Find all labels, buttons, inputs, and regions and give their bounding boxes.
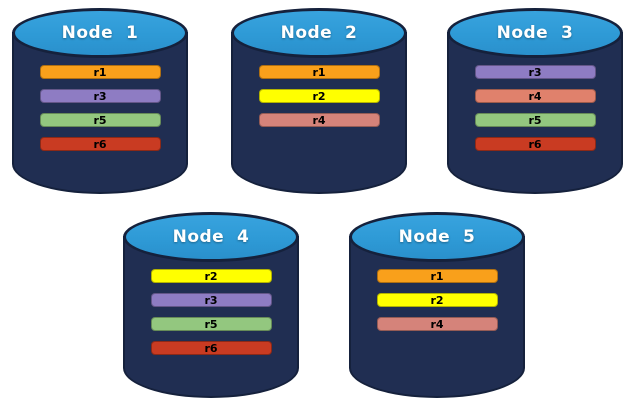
replica-bar: r4 bbox=[474, 89, 596, 103]
replica-label: r1 bbox=[93, 65, 107, 79]
node-title: Node 2 bbox=[280, 23, 358, 43]
replica-bar: r4 bbox=[376, 317, 498, 331]
cylinder-top-ellipse: Node 5 bbox=[349, 212, 525, 262]
replica-bar: r5 bbox=[474, 113, 596, 127]
replica-bar: r4 bbox=[258, 113, 380, 127]
replica-bar: r5 bbox=[39, 113, 161, 127]
node-title: Node 4 bbox=[172, 227, 250, 247]
replica-label: r5 bbox=[93, 113, 107, 127]
replica-bar: r3 bbox=[150, 293, 272, 307]
node-3-cylinder: Node 3 r3 r4 r5 r6 bbox=[447, 8, 623, 194]
replica-label: r3 bbox=[93, 89, 107, 103]
replica-label: r6 bbox=[93, 137, 107, 151]
replica-list: r1 r3 r5 r6 bbox=[12, 65, 188, 151]
replica-bar: r2 bbox=[150, 269, 272, 283]
replica-bar: r1 bbox=[376, 269, 498, 283]
replica-bar: r1 bbox=[258, 65, 380, 79]
replica-label: r5 bbox=[204, 317, 218, 331]
replica-label: r2 bbox=[430, 293, 444, 307]
cylinder-top-ellipse: Node 2 bbox=[231, 8, 407, 58]
replica-label: r3 bbox=[204, 293, 218, 307]
node-4-cylinder: Node 4 r2 r3 r5 r6 bbox=[123, 212, 299, 398]
replica-list: r3 r4 r5 r6 bbox=[447, 65, 623, 151]
cylinder-top-ellipse: Node 3 bbox=[447, 8, 623, 58]
replica-list: r1 r2 r4 bbox=[349, 269, 525, 331]
replica-bar: r1 bbox=[39, 65, 161, 79]
replica-list: r1 r2 r4 bbox=[231, 65, 407, 127]
replica-label: r4 bbox=[528, 89, 542, 103]
node-1-cylinder: Node 1 r1 r3 r5 r6 bbox=[12, 8, 188, 194]
replica-bar: r6 bbox=[150, 341, 272, 355]
replica-label: r6 bbox=[204, 341, 218, 355]
cylinder-top-ellipse: Node 1 bbox=[12, 8, 188, 58]
replica-bar: r2 bbox=[376, 293, 498, 307]
node-title: Node 3 bbox=[496, 23, 574, 43]
replica-label: r4 bbox=[312, 113, 326, 127]
node-title: Node 5 bbox=[398, 227, 476, 247]
replica-label: r2 bbox=[312, 89, 326, 103]
replica-label: r3 bbox=[528, 65, 542, 79]
replica-bar: r5 bbox=[150, 317, 272, 331]
node-2-cylinder: Node 2 r1 r2 r4 bbox=[231, 8, 407, 194]
replica-label: r5 bbox=[528, 113, 542, 127]
node-title: Node 1 bbox=[61, 23, 139, 43]
replica-list: r2 r3 r5 r6 bbox=[123, 269, 299, 355]
replica-bar: r6 bbox=[39, 137, 161, 151]
replica-label: r2 bbox=[204, 269, 218, 283]
replica-label: r1 bbox=[312, 65, 326, 79]
replica-label: r1 bbox=[430, 269, 444, 283]
node-5-cylinder: Node 5 r1 r2 r4 bbox=[349, 212, 525, 398]
replica-bar: r2 bbox=[258, 89, 380, 103]
replica-bar: r3 bbox=[474, 65, 596, 79]
replica-bar: r6 bbox=[474, 137, 596, 151]
replica-label: r4 bbox=[430, 317, 444, 331]
replica-label: r6 bbox=[528, 137, 542, 151]
cylinder-top-ellipse: Node 4 bbox=[123, 212, 299, 262]
replica-bar: r3 bbox=[39, 89, 161, 103]
